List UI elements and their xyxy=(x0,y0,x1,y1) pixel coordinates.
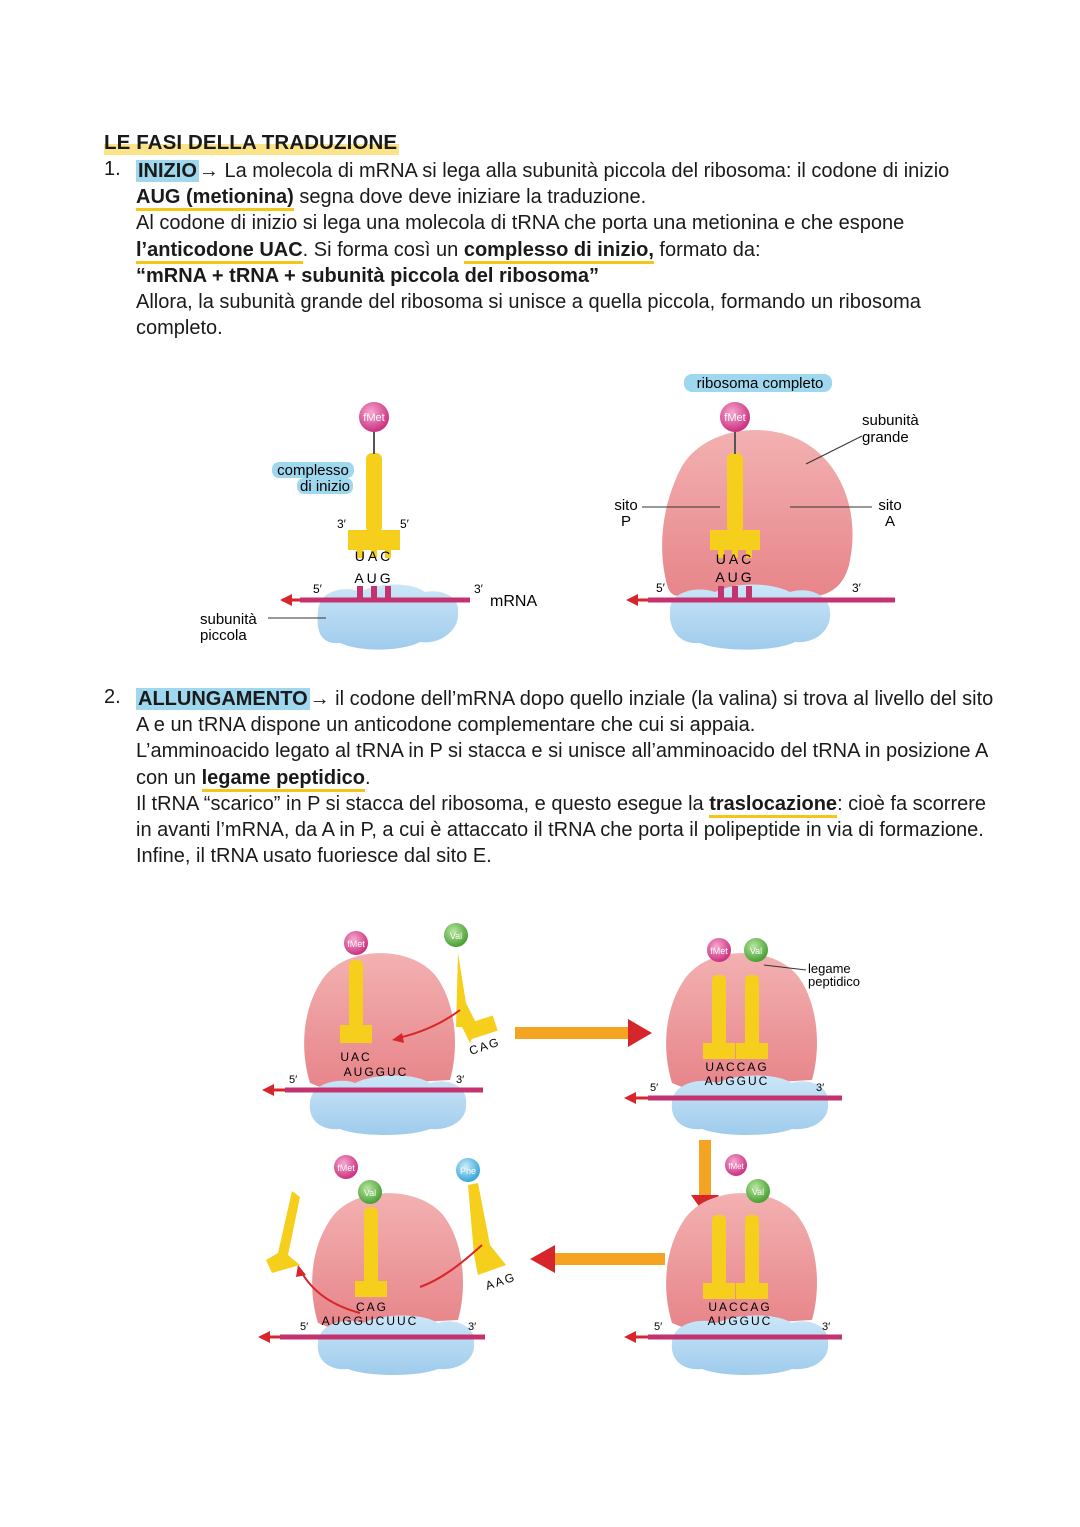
complex-term: complesso di inizio, xyxy=(463,238,654,264)
val-label-a: Val xyxy=(450,931,462,941)
elongation-figure: fMet UAC AUGGUC Val CAG 5′ 3′ fMet Val U… xyxy=(258,923,860,1375)
step1-text-5: formato da: xyxy=(653,238,761,261)
step2-text-4: Il tRNA “scarico” in P si stacca del rib… xyxy=(136,792,710,815)
elongation-step-b: fMet Val UACCAG AUGGUC 5′ 3′ legame pept… xyxy=(624,938,860,1135)
anticodon-term: l’anticodone UAC xyxy=(136,238,303,264)
uaccag-label-b: UACCAG xyxy=(705,1060,768,1074)
page-title: LE FASI DELLA TRADUZIONE xyxy=(104,131,400,155)
step2-text-2: L’amminoacido legato al tRNA in P si sta… xyxy=(136,740,988,789)
three-a: 3′ xyxy=(456,1074,464,1086)
five-a: 5′ xyxy=(289,1074,297,1086)
fmet-label-b: fMet xyxy=(710,946,728,956)
site-p-label-2: P xyxy=(621,513,631,530)
initiation-complex: fMet 3′ 5′ UAC AUG 5′ 3′ mRNA complesso … xyxy=(200,402,537,650)
initiation-figure: fMet 3′ 5′ UAC AUG 5′ 3′ mRNA complesso … xyxy=(200,374,919,650)
mrna-5-end: 5′ xyxy=(313,582,323,596)
site-a-label-1: sito xyxy=(878,497,901,514)
aug-term: AUG (metionina) xyxy=(136,186,294,212)
small-subunit-label-2: piccola xyxy=(200,627,247,644)
step1-text-2: segna dove deve iniziare la traduzione. xyxy=(293,186,647,209)
five-d: 5′ xyxy=(300,1321,308,1333)
val-label-c: Val xyxy=(752,1187,764,1197)
fmet-label-a: fMet xyxy=(347,939,365,949)
anticodon-text: UAC xyxy=(355,548,394,564)
step1-text-1: La molecola di mRNA si lega alla subunit… xyxy=(218,160,950,182)
site-p-label-1: sito xyxy=(614,497,637,514)
mrna-5-end-2: 5′ xyxy=(656,581,666,595)
fmet-label: fMet xyxy=(363,412,384,424)
uac-label-a: UAC xyxy=(340,1050,371,1064)
step1-text-4: . Si forma così un xyxy=(302,238,464,261)
aag-label-d: AAG xyxy=(484,1270,518,1293)
three-d: 3′ xyxy=(468,1321,476,1333)
step1-text-6: Allora, la subunità grande del ribosoma … xyxy=(136,291,921,340)
trna-anticodon-arm xyxy=(348,530,400,550)
step2-text-5: : cioè fa scorrere in avanti l’mRNA, da … xyxy=(136,792,987,868)
step1-text-3: Al codone di inizio si lega una molecola… xyxy=(136,212,905,235)
val-label-d: Val xyxy=(364,1188,376,1198)
step2-arrow: → xyxy=(309,688,330,710)
step1-number: 1. xyxy=(104,158,121,180)
formula: “mRNA + tRNA + subunità piccola del ribo… xyxy=(136,264,600,287)
augguc-label-b: AUGGUC xyxy=(705,1074,770,1088)
step2-number: 2. xyxy=(104,686,121,708)
peptide-label-1: legame xyxy=(808,961,851,976)
augguc-label-a: AUGGUC xyxy=(344,1065,409,1079)
ribosome-complete-label: ribosoma completo xyxy=(697,375,824,392)
incoming-trna-phe xyxy=(468,1183,506,1275)
three-b: 3′ xyxy=(816,1082,824,1094)
augguc-uuc-label-d: AUGGUCUUC xyxy=(322,1314,419,1328)
step1-label: INIZIO xyxy=(136,160,199,182)
augguc-label-c: AUGGUC xyxy=(708,1314,773,1328)
complete-ribosome: fMet UAC AUG 5′ 3′ ribosoma completo sub… xyxy=(614,374,919,650)
step1-arrow: → xyxy=(198,160,219,182)
peptide-term: legame peptidico xyxy=(201,766,365,792)
fmet-label-c: fMet xyxy=(728,1162,744,1171)
complex-label-1: complesso xyxy=(277,462,349,479)
mrna-label: mRNA xyxy=(490,593,537,610)
mrna-3-end: 3′ xyxy=(474,582,484,596)
arrow-head xyxy=(280,594,292,606)
flow-arrow-right xyxy=(515,1027,630,1039)
trna-5-end: 5′ xyxy=(400,517,410,531)
step2-label: ALLUNGAMENTO xyxy=(136,688,310,710)
translocation-term: traslocazione xyxy=(709,792,838,818)
site-a-label-2: A xyxy=(885,513,895,530)
fmet-label-2: fMet xyxy=(724,412,745,424)
codon-text: AUG xyxy=(354,570,393,586)
trna-3-end: 3′ xyxy=(337,517,347,531)
peptide-label-2: peptidico xyxy=(808,974,860,989)
large-subunit-label-1: subunità xyxy=(862,412,919,429)
three-c: 3′ xyxy=(822,1321,830,1333)
elongation-step-a: fMet UAC AUGGUC Val CAG 5′ 3′ xyxy=(262,923,502,1135)
large-subunit-shape xyxy=(662,430,853,596)
val-label-b: Val xyxy=(750,946,762,956)
step2-text-3: . xyxy=(364,766,371,789)
uaccag-label-c: UACCAG xyxy=(708,1300,771,1314)
complex-label-2: di inizio xyxy=(300,478,350,495)
elongation-step-d: fMet Val CAG AUGGUCUUC 5′ 3′ Phe AAG xyxy=(258,1155,518,1375)
large-subunit-label-2: grande xyxy=(862,429,909,446)
fmet-label-d: fMet xyxy=(337,1163,355,1173)
released-trna xyxy=(266,1191,300,1273)
elongation-step-c: fMet Val UACCAG AUGGUC 5′ 3′ xyxy=(624,1154,842,1375)
fmet-ball xyxy=(359,402,389,432)
step2-paragraph: ALLUNGAMENTO→ il codone dell’mRNA dopo q… xyxy=(136,686,996,869)
flow-arrow-down xyxy=(699,1140,711,1200)
flow-arrow-left xyxy=(553,1253,665,1265)
mrna-3-end-2: 3′ xyxy=(852,581,862,595)
five-b: 5′ xyxy=(650,1082,658,1094)
step2-text-1: il codone dell’mRNA dopo quello inziale … xyxy=(136,688,994,737)
codon-text-2: AUG xyxy=(715,569,754,585)
five-c: 5′ xyxy=(654,1321,662,1333)
cag-label-d: CAG xyxy=(356,1300,388,1314)
step1-paragraph: INIZIO→ La molecola di mRNA si lega alla… xyxy=(136,158,996,341)
phe-label-d: Phe xyxy=(460,1166,476,1176)
anticodon-text-2: UAC xyxy=(716,551,755,567)
trna-stem xyxy=(366,453,382,533)
small-subunit-label-1: subunità xyxy=(200,611,257,628)
